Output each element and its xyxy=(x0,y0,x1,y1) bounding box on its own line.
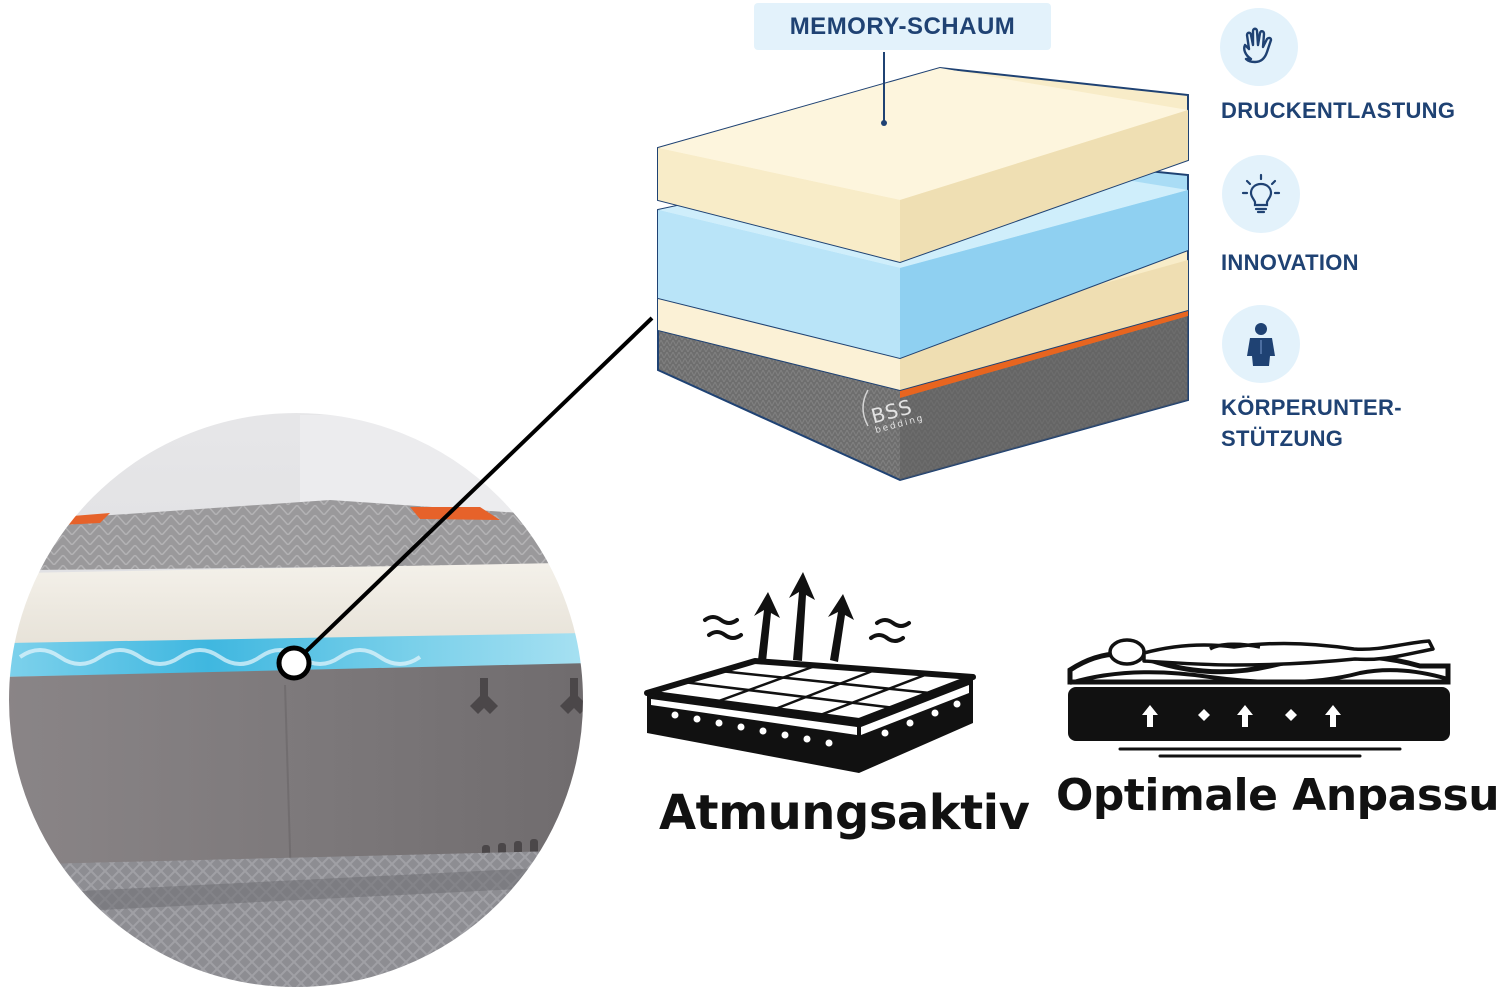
breathable-badge: Atmungsaktiv xyxy=(625,565,1030,865)
lightbulb-icon xyxy=(1222,155,1300,233)
body-on-mattress-icon xyxy=(1067,638,1451,758)
memory-foam-label: MEMORY-SCHAUM xyxy=(754,3,1051,50)
adaptation-badge: Optimale Anpassung xyxy=(1010,565,1500,865)
mattress-layers-diagram: BSS bedding xyxy=(640,40,1200,490)
adaptation-label: Optimale Anpassung xyxy=(1056,770,1500,821)
feature-label-pressure-relief: DRUCKENTLASTUNG xyxy=(1221,98,1456,123)
breathable-mattress-icon xyxy=(644,572,976,773)
feature-item-body-support xyxy=(1222,305,1300,383)
person-icon xyxy=(1222,305,1300,383)
feature-item-pressure-relief xyxy=(1220,8,1298,86)
feature-item-innovation xyxy=(1222,155,1300,233)
feature-label-innovation: INNOVATION xyxy=(1221,250,1359,275)
zoom-photo-circle xyxy=(0,395,600,1000)
breathable-label: Atmungsaktiv xyxy=(659,785,1030,841)
feature-label-body-support: KÖRPERUNTER- STÜTZUNG xyxy=(1221,395,1402,451)
hand-icon xyxy=(1220,8,1298,86)
